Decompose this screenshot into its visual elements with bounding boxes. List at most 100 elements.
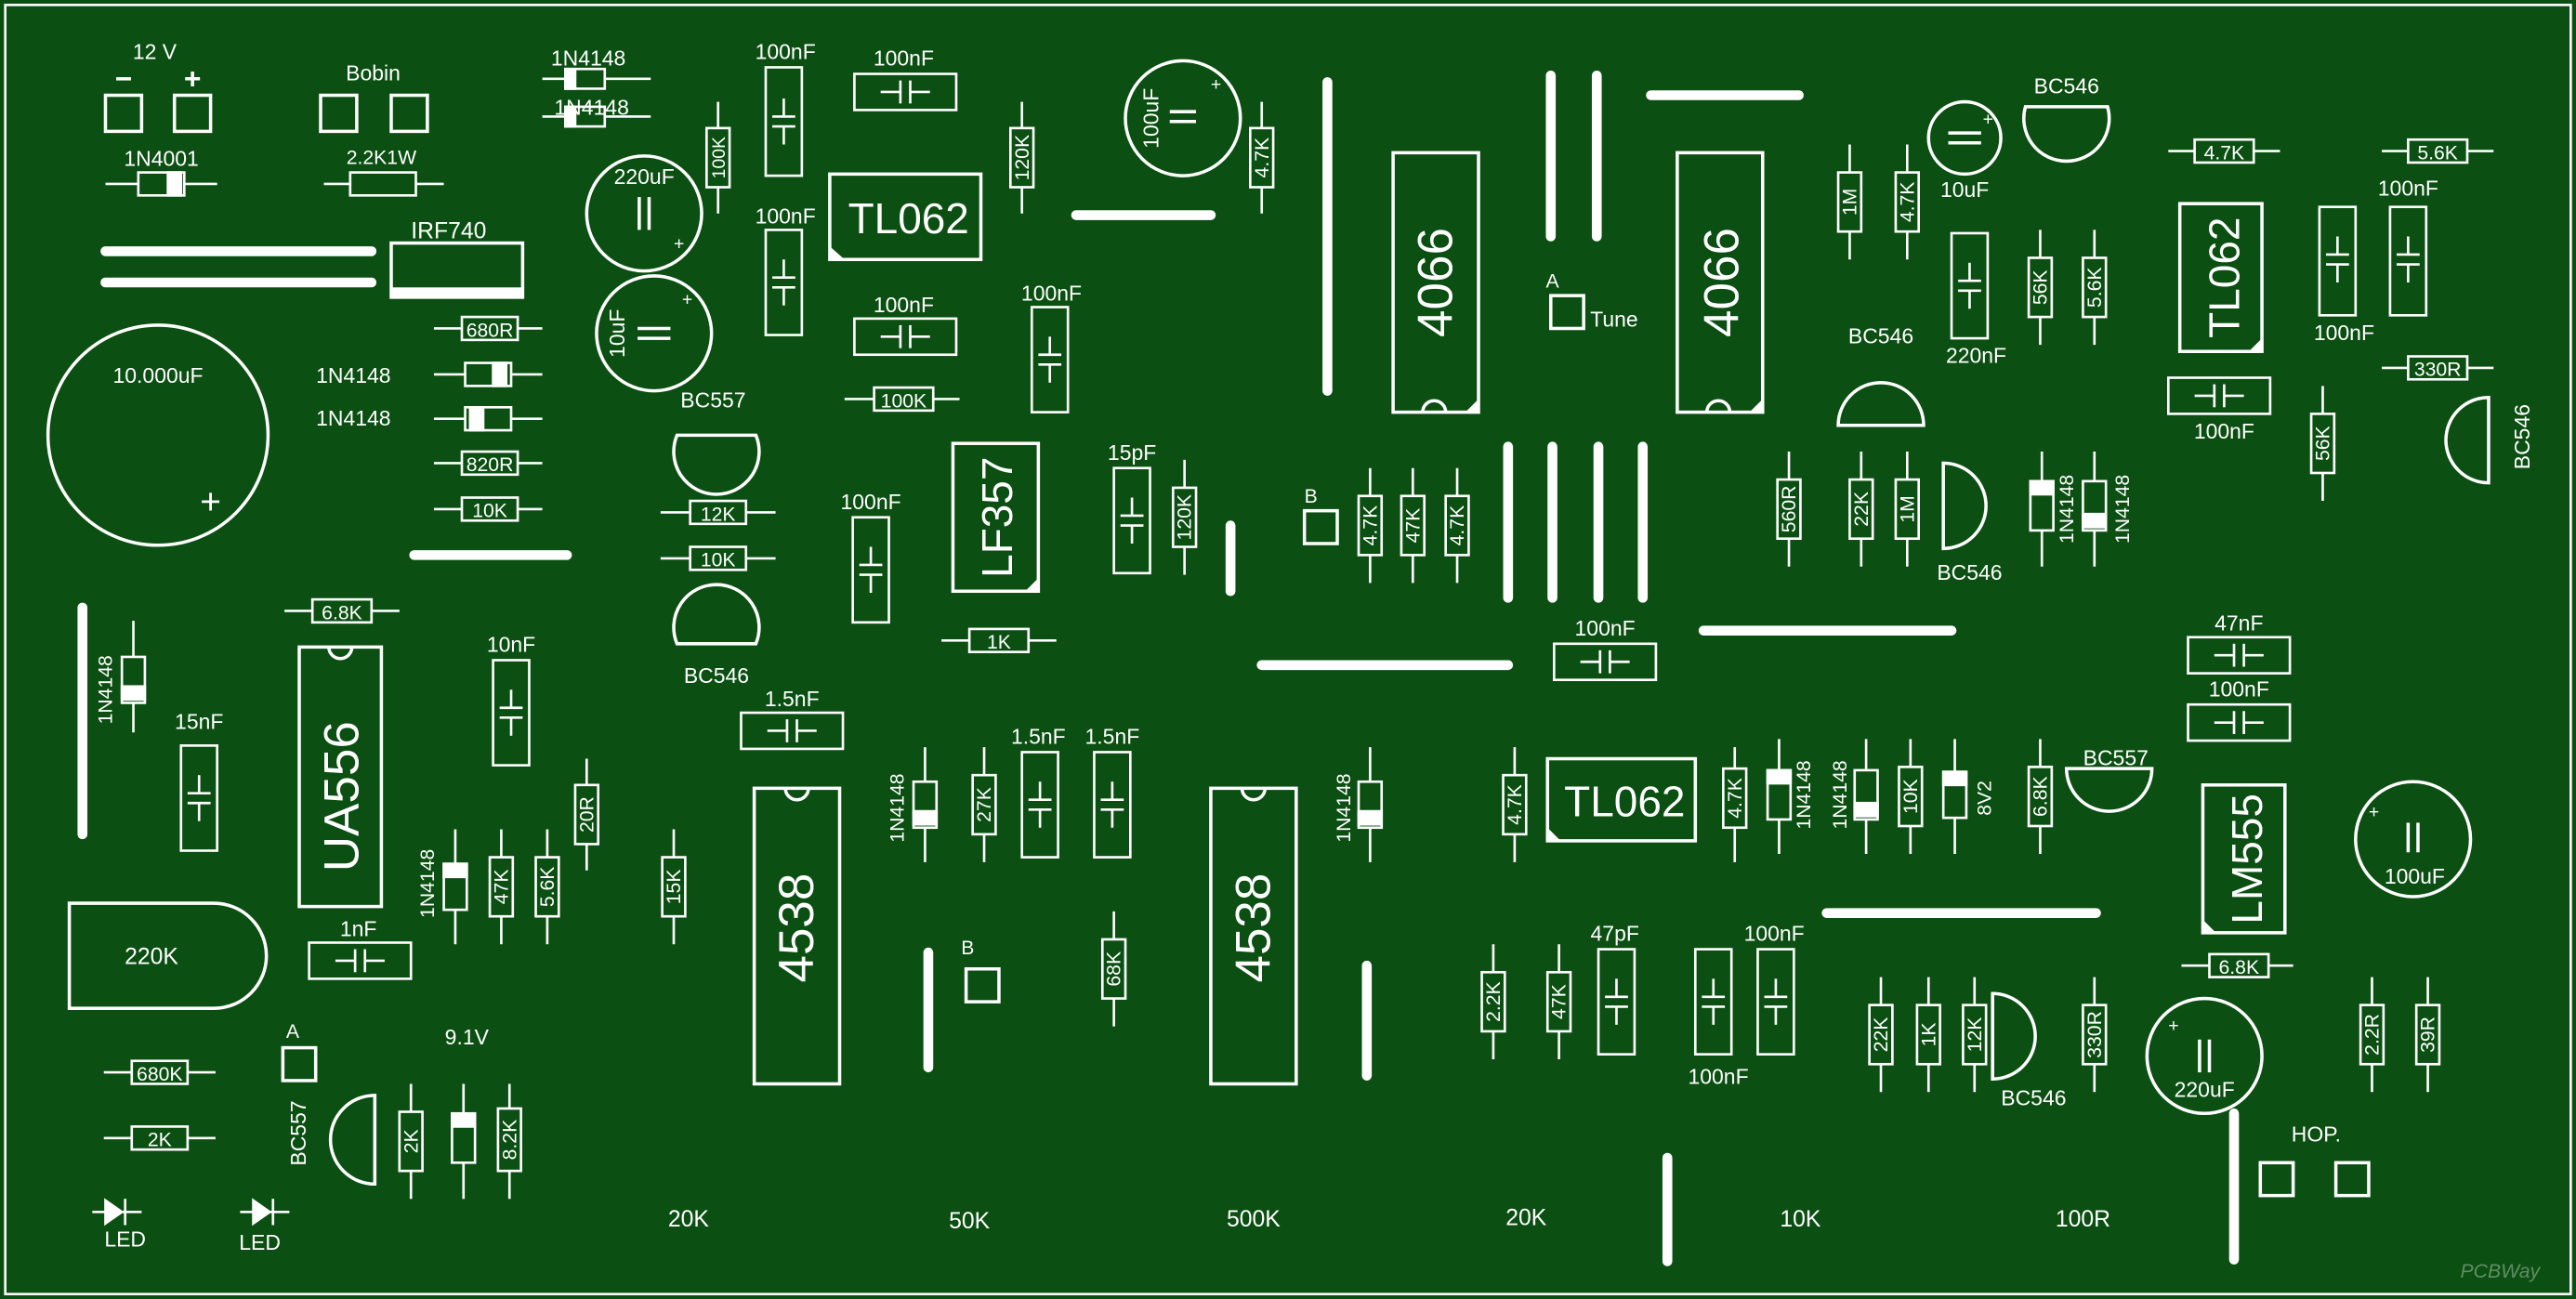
resistor-47k-b xyxy=(1400,467,1426,584)
capacitor-100nf-1 xyxy=(853,72,958,112)
svg-text:BC546: BC546 xyxy=(684,663,749,688)
led-1 xyxy=(92,1198,142,1227)
svg-text:120K: 120K xyxy=(1175,494,1196,540)
svg-text:BC546: BC546 xyxy=(2001,1085,2066,1109)
svg-text:+: + xyxy=(200,482,221,522)
capacitor-220uf-a: 220uF + xyxy=(585,154,703,273)
svg-text:+: + xyxy=(682,290,692,310)
resistor-4-7k-f xyxy=(1894,144,1921,260)
svg-text:100nF: 100nF xyxy=(756,40,816,64)
svg-text:100nF: 100nF xyxy=(2209,676,2269,701)
svg-text:100uF: 100uF xyxy=(2385,864,2445,888)
resistor-4-7k-d xyxy=(1502,747,1528,862)
ic-4538-b: 4538 xyxy=(1209,786,1298,1086)
ic-irf740: IRF740 xyxy=(389,218,525,299)
svg-text:BC557: BC557 xyxy=(286,1100,310,1165)
svg-text:+: + xyxy=(1211,74,1221,95)
svg-text:1N4148: 1N4148 xyxy=(554,96,628,120)
svg-text:100nF: 100nF xyxy=(1575,616,1636,640)
svg-text:4.7K: 4.7K xyxy=(1725,778,1746,819)
svg-text:1N4001: 1N4001 xyxy=(124,147,198,171)
svg-text:9.1V: 9.1V xyxy=(445,1025,490,1049)
ic-tl062-b: TL062 xyxy=(2177,202,2264,353)
power-pad-plus xyxy=(172,93,213,134)
svg-text:TL062: TL062 xyxy=(848,194,969,243)
svg-text:5.6K: 5.6K xyxy=(2084,267,2106,308)
bobin-connector: Bobin xyxy=(319,61,429,134)
resistor-6-8k-c: 6.8K xyxy=(2181,952,2293,978)
vertical-capacitor-labels: 100nF 100nF 100nF 15pF 100nF 10nF 15nF 1… xyxy=(175,40,2438,1089)
resistor-5-6k-b xyxy=(2082,230,2108,346)
svg-text:BC557: BC557 xyxy=(2083,746,2149,770)
transistor-bc546-b: BC546 xyxy=(2022,74,2111,164)
hop-connector: HOP. xyxy=(2258,1122,2371,1198)
pot-10k: 10K xyxy=(1780,1207,1821,1232)
capacitor-100nf-2 xyxy=(764,66,804,177)
resistor-5-6k-c: 5.6K xyxy=(2382,138,2494,164)
resistor-4-7k-a xyxy=(1249,101,1275,214)
horizontal-capacitor-labels: 100nF 100nF 1.5nF 1nF 100nF 100nF 47nF 1… xyxy=(340,46,2269,941)
trace-bars xyxy=(77,70,2240,1266)
power-connector: 12 V − + xyxy=(103,40,213,134)
diode-1n4148-10 xyxy=(1853,739,1879,855)
svg-text:100nF: 100nF xyxy=(874,46,934,71)
svg-text:330R: 330R xyxy=(2084,1011,2106,1058)
svg-text:15K: 15K xyxy=(664,870,685,905)
power-label: 12 V xyxy=(133,40,177,64)
svg-text:1N4148: 1N4148 xyxy=(96,655,117,724)
diode-1n4148-9 xyxy=(1766,739,1793,855)
svg-text:10uF: 10uF xyxy=(1940,177,1989,202)
resistor-1m-a xyxy=(1836,144,1863,260)
svg-text:LF357: LF357 xyxy=(973,457,1021,578)
capacitor-100nf-4 xyxy=(764,229,804,336)
diode-1n4001 xyxy=(105,171,217,197)
b-connector-2: B xyxy=(961,938,1001,1004)
diode-1n4148-4 xyxy=(433,405,543,432)
svg-text:8.2K: 8.2K xyxy=(499,1120,520,1161)
svg-text:5.6K: 5.6K xyxy=(2417,142,2458,164)
capacitor-100nf-12 xyxy=(1756,948,1795,1056)
svg-text:4.7K: 4.7K xyxy=(1447,505,1468,546)
resistor-27k xyxy=(971,747,997,862)
diode-1n4148-1 xyxy=(542,67,651,90)
bobin-label: Bobin xyxy=(346,61,401,85)
resistor-680k: 680K xyxy=(103,1059,216,1085)
svg-text:LM555: LM555 xyxy=(2223,794,2271,924)
capacitor-100uf-a: 100uF + xyxy=(1124,59,1242,177)
resistor-22k-a xyxy=(1848,452,1874,567)
svg-text:330R: 330R xyxy=(2414,360,2462,381)
svg-text:BC546: BC546 xyxy=(1937,560,2002,584)
capacitor-100nf-13 xyxy=(2388,205,2428,317)
svg-text:100nF: 100nF xyxy=(1021,281,1082,305)
svg-text:6.8K: 6.8K xyxy=(2031,776,2052,817)
svg-text:1N4148: 1N4148 xyxy=(1334,773,1355,842)
svg-text:680R: 680R xyxy=(467,320,514,341)
svg-text:1.5nF: 1.5nF xyxy=(1011,725,1066,749)
resistor-20r xyxy=(573,758,600,871)
resistor-10k-a: 10K xyxy=(433,496,543,522)
svg-text:1nF: 1nF xyxy=(340,916,377,940)
vertical-resistor-labels: 100K 120K 4.7K 120K 20R 15K 47K 5.6K 27K… xyxy=(401,135,2438,1160)
svg-text:68K: 68K xyxy=(1104,951,1125,987)
resistor-120k-a xyxy=(1008,101,1035,214)
resistor-2-2k1w: 2.2K1W xyxy=(323,148,444,197)
transistor-bc557-a: BC557 xyxy=(672,387,761,496)
hop-pad-1 xyxy=(2258,1161,2295,1198)
svg-text:6.8K: 6.8K xyxy=(322,602,362,623)
resistor-10k-b: 10K xyxy=(660,545,776,571)
pot-20k-a: 20K xyxy=(668,1207,710,1232)
diode-1n4148-3 xyxy=(433,361,543,387)
svg-text:1K: 1K xyxy=(987,632,1011,653)
svg-text:1N4148: 1N4148 xyxy=(551,46,625,71)
svg-text:BC546: BC546 xyxy=(1848,323,1913,348)
svg-text:10.000uF: 10.000uF xyxy=(113,363,204,387)
resistor-2k-b xyxy=(398,1083,424,1200)
svg-text:5.6K: 5.6K xyxy=(537,867,559,908)
svg-text:100nF: 100nF xyxy=(2378,176,2438,200)
svg-text:1N4148: 1N4148 xyxy=(2112,475,2134,544)
resistor-2-2r xyxy=(2359,977,2385,1093)
svg-text:4.7K: 4.7K xyxy=(1360,505,1381,546)
minus-label: − xyxy=(115,61,133,95)
svg-text:10K: 10K xyxy=(701,550,736,571)
resistor-39r xyxy=(2414,977,2441,1093)
